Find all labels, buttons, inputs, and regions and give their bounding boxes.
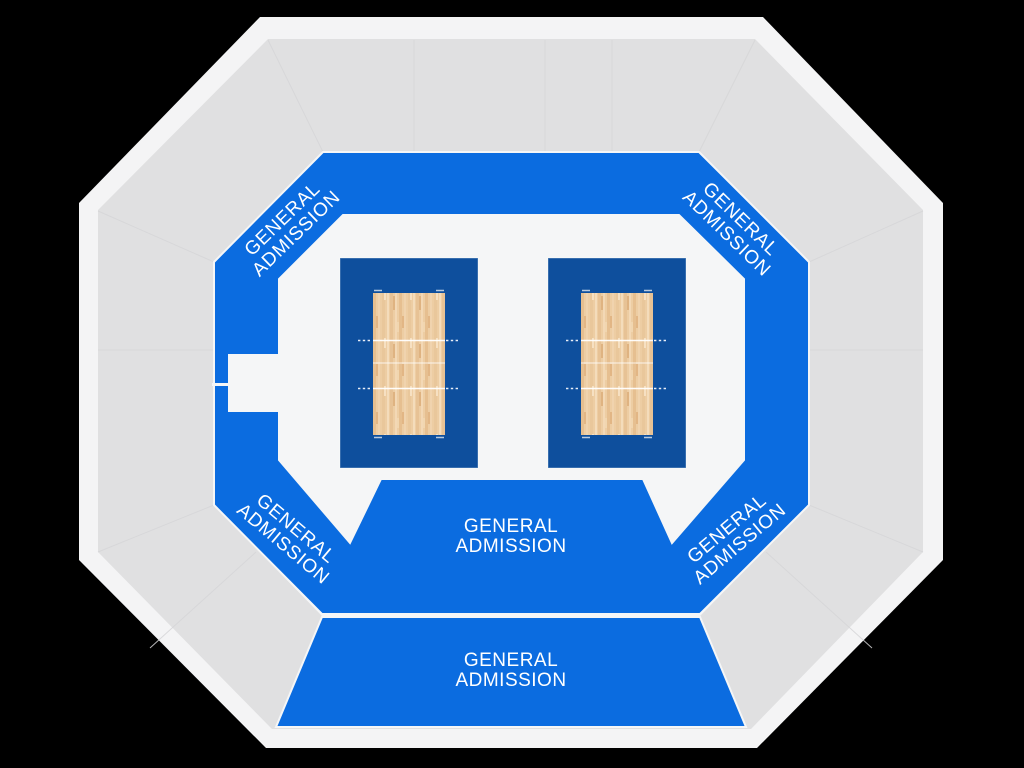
- label-line: GENERAL: [463, 516, 559, 537]
- court-left-wood-floor: [373, 293, 445, 435]
- label-line: GENERAL: [463, 650, 559, 671]
- court-left-lines: [358, 289, 460, 439]
- court-right-wood-floor: [581, 293, 653, 435]
- court-right-lines: [566, 289, 668, 439]
- gray-ring-section-seams: [97, 39, 924, 649]
- general-admission-ring-section[interactable]: [213, 151, 810, 615]
- section-label-ga-floor-lower[interactable]: GENERAL ADMISSION: [455, 651, 566, 691]
- label-line: ADMISSION: [455, 536, 567, 557]
- label-line: ADMISSION: [455, 670, 567, 691]
- court-right: [547, 257, 687, 469]
- court-left: [339, 257, 479, 469]
- section-label-ga-floor-upper[interactable]: GENERAL ADMISSION: [455, 517, 566, 557]
- general-admission-floor-lower-section[interactable]: [274, 616, 748, 728]
